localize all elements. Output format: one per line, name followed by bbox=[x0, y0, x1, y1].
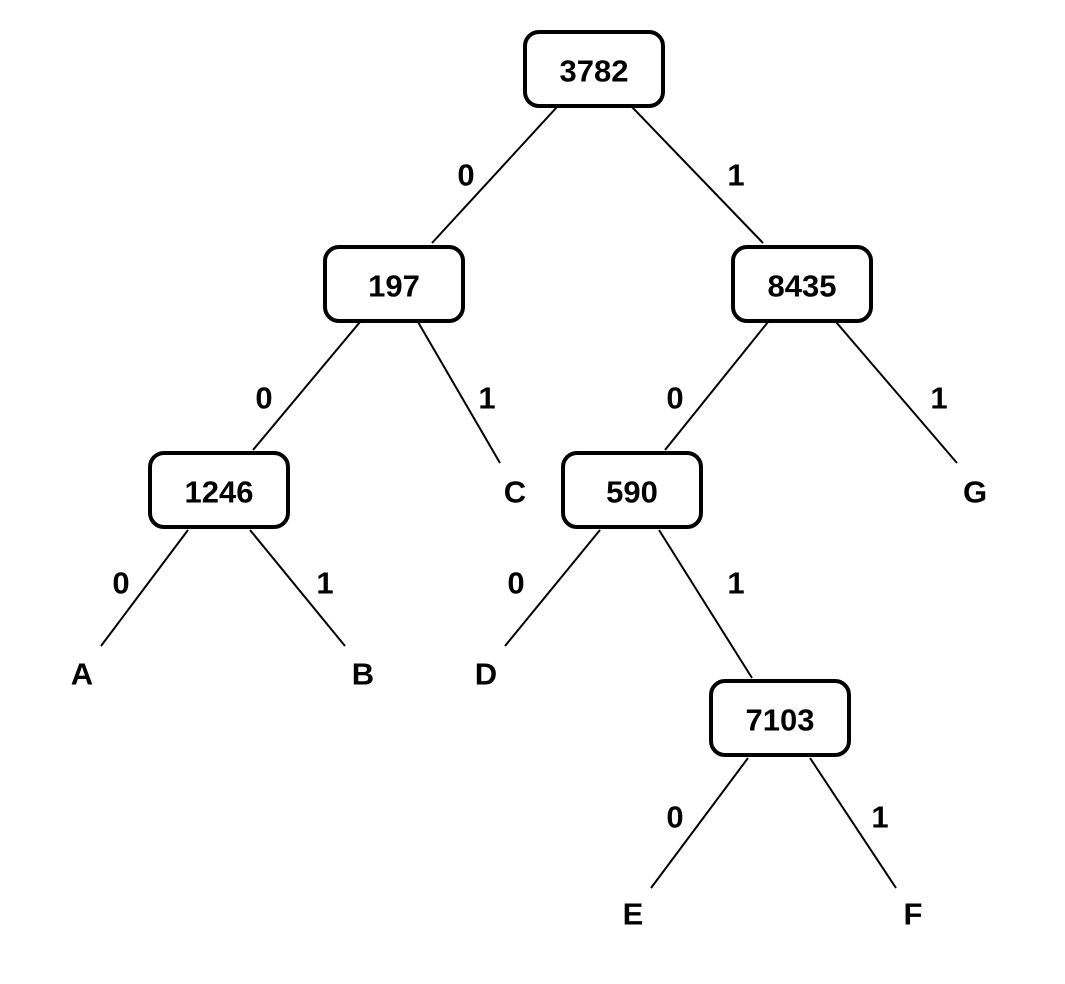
tree-node-197: 197 bbox=[323, 245, 465, 323]
node-box bbox=[148, 451, 290, 529]
leaf-B: B bbox=[352, 657, 374, 692]
leaves-layer: A B C D E F G bbox=[71, 475, 987, 932]
node-weight: 197 bbox=[368, 269, 420, 304]
nodes-layer: 3782 197 8435 1246 590 7103 bbox=[148, 30, 873, 757]
leaf-C: C bbox=[504, 475, 526, 510]
node-weight: 8435 bbox=[768, 269, 837, 304]
edge-n7103-F bbox=[809, 757, 897, 889]
node-weight: 3782 bbox=[560, 54, 629, 89]
node-weight: 590 bbox=[606, 475, 658, 510]
edge-n197-n1246 bbox=[252, 321, 361, 451]
edge-label-n590-n7103: 1 bbox=[727, 566, 744, 601]
edges-layer bbox=[100, 106, 958, 889]
node-weight: 1246 bbox=[185, 475, 254, 510]
node-box bbox=[731, 245, 873, 323]
tree-node-590: 590 bbox=[561, 451, 703, 529]
edge-label-n8435-G: 1 bbox=[930, 381, 947, 416]
edge-label-n3782-n8435: 1 bbox=[727, 158, 744, 193]
edge-label-n7103-E: 0 bbox=[666, 800, 683, 835]
edge-n3782-n8435 bbox=[631, 106, 764, 244]
edge-label-n590-D: 0 bbox=[507, 566, 524, 601]
edge-n197-C bbox=[417, 321, 501, 464]
leaf-A: A bbox=[71, 657, 93, 692]
tree-node-3782: 3782 bbox=[523, 30, 665, 108]
tree-node-1246: 1246 bbox=[148, 451, 290, 529]
tree-node-8435: 8435 bbox=[731, 245, 873, 323]
edge-label-n1246-A: 0 bbox=[112, 566, 129, 601]
node-box bbox=[523, 30, 665, 108]
edge-label-n197-C: 1 bbox=[478, 381, 495, 416]
leaf-D: D bbox=[475, 657, 497, 692]
edge-label-n7103-F: 1 bbox=[871, 800, 888, 835]
tree-node-7103: 7103 bbox=[709, 679, 851, 757]
edge-n590-n7103 bbox=[658, 529, 753, 679]
edge-labels-layer: 0 1 0 1 0 1 0 1 0 1 0 1 bbox=[112, 158, 947, 835]
node-box bbox=[323, 245, 465, 323]
edge-n1246-A bbox=[100, 529, 189, 647]
edge-n8435-G bbox=[835, 321, 958, 464]
node-box bbox=[709, 679, 851, 757]
edge-n3782-n197 bbox=[431, 106, 558, 244]
edge-label-n197-n1246: 0 bbox=[255, 381, 272, 416]
edge-n7103-E bbox=[650, 757, 749, 889]
leaf-F: F bbox=[904, 897, 923, 932]
node-weight: 7103 bbox=[746, 703, 815, 738]
edge-n8435-n590 bbox=[664, 321, 769, 451]
edge-n1246-B bbox=[249, 529, 346, 647]
leaf-E: E bbox=[623, 897, 644, 932]
edge-label-n1246-B: 1 bbox=[316, 566, 333, 601]
edge-label-n8435-n590: 0 bbox=[666, 381, 683, 416]
edge-n590-D bbox=[504, 529, 601, 647]
leaf-G: G bbox=[963, 475, 987, 510]
edge-label-n3782-n197: 0 bbox=[457, 158, 474, 193]
node-box bbox=[561, 451, 703, 529]
